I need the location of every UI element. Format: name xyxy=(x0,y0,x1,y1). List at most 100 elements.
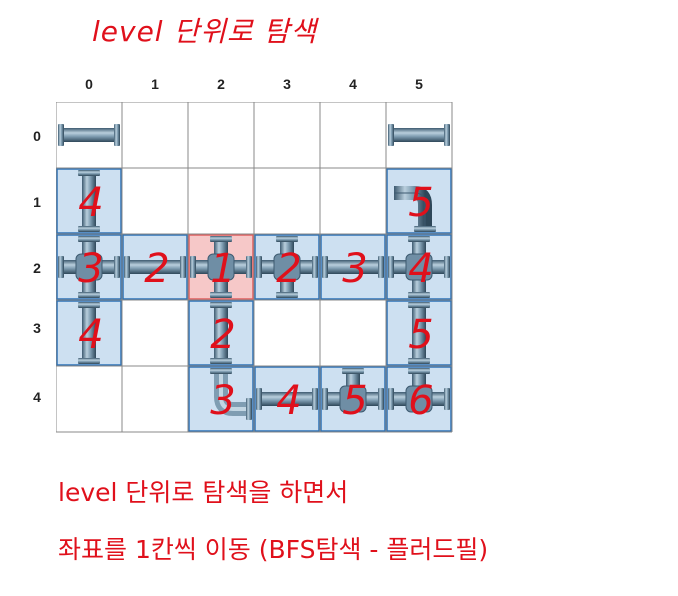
grid-cell xyxy=(122,102,188,168)
bfs-level-number: 1 xyxy=(210,246,235,292)
pipe-flange xyxy=(388,256,394,278)
bfs-level-number: 3 xyxy=(210,378,235,424)
pipe-flange xyxy=(78,226,100,232)
pipe-junction xyxy=(339,385,367,413)
pipe-flange xyxy=(190,256,196,278)
pipe-flange xyxy=(276,292,298,298)
grid-cell xyxy=(188,168,254,234)
pipe-flange xyxy=(408,292,430,298)
pipe-flange xyxy=(276,236,298,242)
pipe-flange xyxy=(256,256,262,278)
bfs-level-number: 4 xyxy=(78,180,103,226)
pipe-flange xyxy=(210,236,232,242)
pipe-flange xyxy=(58,124,64,146)
bfs-level-number: 4 xyxy=(408,246,433,292)
bfs-level-number: 3 xyxy=(78,246,103,292)
bfs-level-number: 5 xyxy=(408,312,433,358)
bfs-level-number: 2 xyxy=(144,246,169,292)
pipe-flange xyxy=(246,398,252,420)
pipe-flange xyxy=(378,388,384,410)
grid-cell xyxy=(254,300,320,366)
pipe-h xyxy=(322,256,384,278)
pipe-flange xyxy=(444,256,450,278)
pipe-flange xyxy=(114,256,120,278)
pipe-h xyxy=(256,388,318,410)
pipe-segment xyxy=(388,128,450,142)
pipe-h xyxy=(388,124,450,146)
grid-cell xyxy=(188,102,254,168)
pipe-flange xyxy=(378,256,384,278)
pipe-flange xyxy=(414,226,436,232)
pipe-flange xyxy=(444,388,450,410)
pipe-segment xyxy=(322,260,384,274)
pipe-cross xyxy=(388,236,450,298)
pipe-curve xyxy=(394,186,436,232)
col-label-0: 0 xyxy=(85,76,93,92)
pipe-tee xyxy=(322,368,384,413)
pipe-tee xyxy=(388,368,450,413)
col-label-4: 4 xyxy=(349,76,357,92)
bfs-level-number: 5 xyxy=(342,378,367,424)
pipe-flange xyxy=(388,388,394,410)
caption-line-1: level 단위로 탐색을 하면서 xyxy=(58,478,349,507)
grid-cell xyxy=(320,102,386,168)
bfs-level-number: 5 xyxy=(408,180,433,226)
pipe-flange xyxy=(322,256,328,278)
diagram-title: level 단위로 탐색 xyxy=(92,15,318,48)
pipe-segment xyxy=(82,170,96,232)
pipe-flange xyxy=(180,256,186,278)
bfs-level-number: 6 xyxy=(408,378,433,424)
pipe-flange xyxy=(210,292,232,298)
grid-cell xyxy=(320,168,386,234)
pipe-junction xyxy=(75,253,103,281)
bfs-level-number: 3 xyxy=(342,246,367,292)
pipe-flange xyxy=(246,256,252,278)
pipe-flange xyxy=(124,256,130,278)
col-label-5: 5 xyxy=(415,76,423,92)
pipe-flange xyxy=(342,368,364,374)
pipe-v xyxy=(210,302,232,364)
row-label-3: 3 xyxy=(33,320,41,336)
grid-cell xyxy=(56,366,122,432)
pipe-flange xyxy=(256,388,262,410)
pipe-segment xyxy=(124,260,186,274)
pipe-cross xyxy=(190,236,252,298)
pipe-h xyxy=(124,256,186,278)
pipe-flange xyxy=(210,368,232,374)
grid-cell xyxy=(254,168,320,234)
bfs-level-number: 2 xyxy=(276,246,301,292)
pipe-flange xyxy=(408,368,430,374)
row-label-4: 4 xyxy=(33,389,41,405)
pipe-v xyxy=(78,170,100,232)
pipe-flange xyxy=(312,256,318,278)
col-label-2: 2 xyxy=(217,76,225,92)
pipe-flange xyxy=(408,236,430,242)
bfs-level-number: 2 xyxy=(210,312,235,358)
pipe-junction xyxy=(207,253,235,281)
pipe-flange xyxy=(322,388,328,410)
pipe-junction xyxy=(405,253,433,281)
pipe-cross xyxy=(256,236,318,298)
pipe-flange xyxy=(444,124,450,146)
pipe-segment xyxy=(214,302,228,364)
pipe-flange xyxy=(114,124,120,146)
pipe-outline xyxy=(394,192,426,232)
caption-line-2: 좌표를 1칸씩 이동 (BFS탐색 - 플러드필) xyxy=(58,535,489,564)
pipe-flange xyxy=(408,358,430,364)
pipe-segment xyxy=(58,128,120,142)
bfs-level-number: 4 xyxy=(276,378,301,424)
pipe-segment xyxy=(256,392,318,406)
pipe-flange xyxy=(78,292,100,298)
row-label-1: 1 xyxy=(33,194,41,210)
pipe-flange xyxy=(58,256,64,278)
grid-cell xyxy=(254,102,320,168)
pipe-flange xyxy=(210,302,232,308)
pipe-segment xyxy=(82,302,96,364)
grid-cell xyxy=(122,366,188,432)
pipe-cross xyxy=(58,236,120,298)
pipe-highlight xyxy=(219,368,252,411)
pipe-v xyxy=(78,302,100,364)
pipe-flange xyxy=(210,358,232,364)
pipe-flange xyxy=(312,388,318,410)
